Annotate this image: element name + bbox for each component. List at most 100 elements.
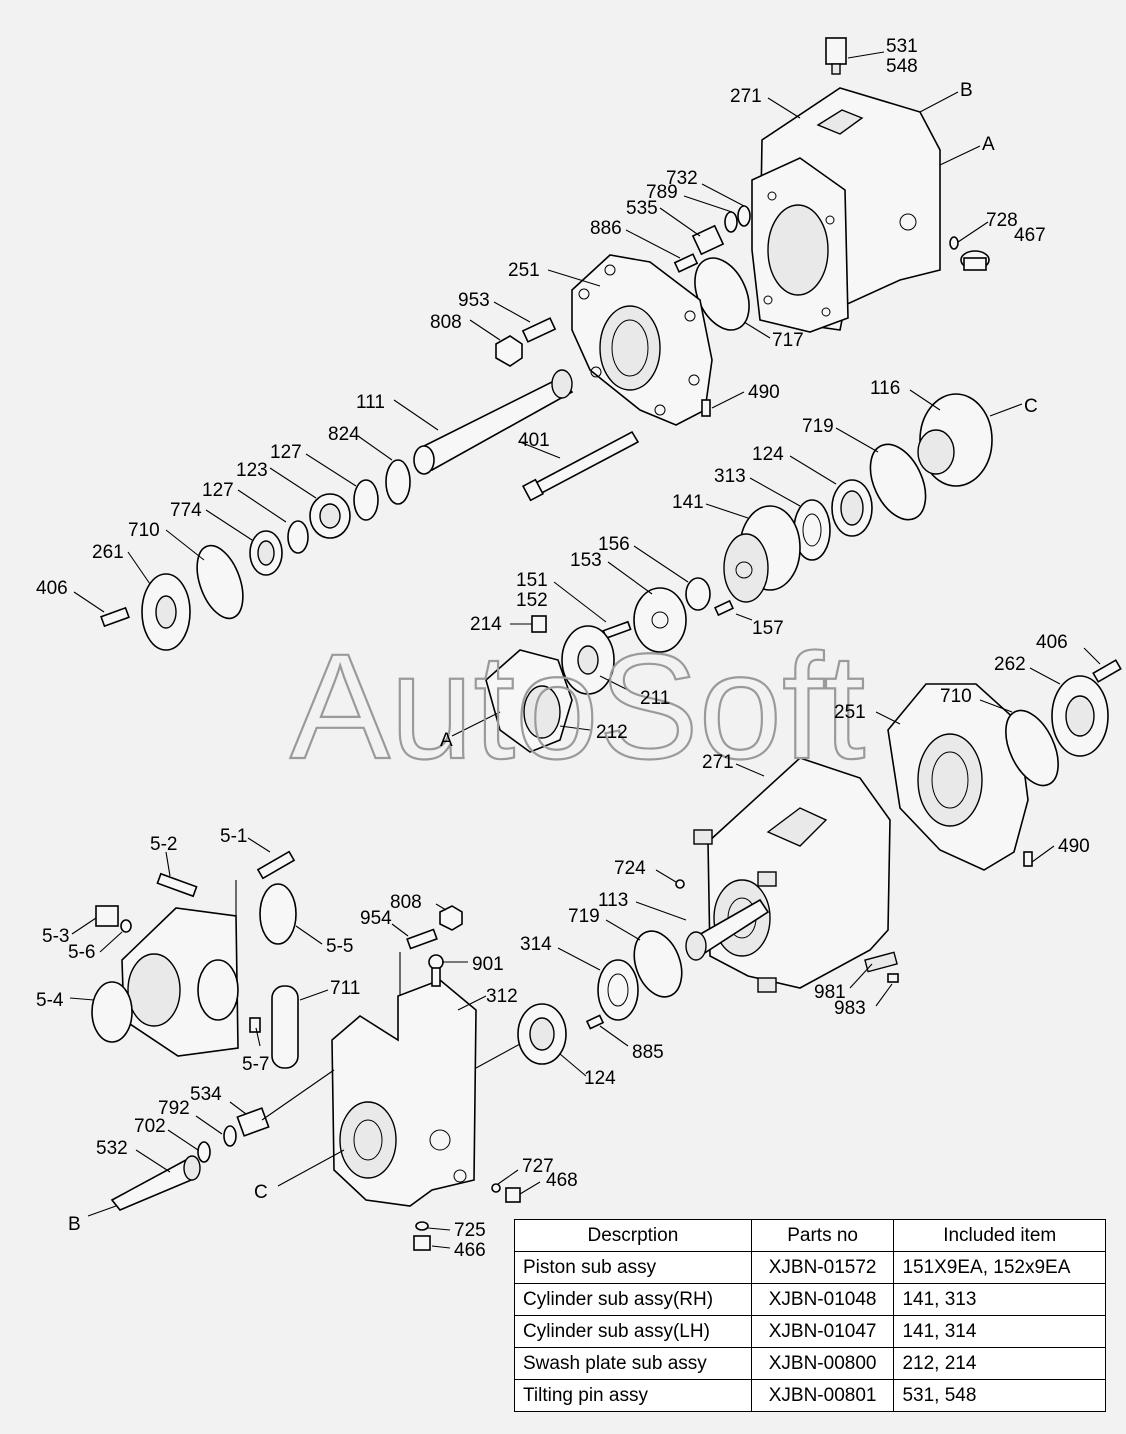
callout-808-b: 808 bbox=[390, 892, 422, 913]
table-row: Cylinder sub assy(LH) XJBN-01047 141, 31… bbox=[514, 1315, 1106, 1348]
part-532-servo-piston bbox=[110, 1155, 201, 1211]
callout-c: C bbox=[1024, 396, 1038, 417]
part-251-cover-upper bbox=[571, 254, 713, 426]
column-header-included-item: Included item bbox=[893, 1219, 1106, 1252]
part-724-oring bbox=[675, 879, 685, 889]
part-954-bolt bbox=[406, 928, 438, 950]
part-141-cylinder bbox=[723, 505, 801, 603]
part-124-bearing-lower bbox=[517, 1003, 567, 1065]
part-490-plug-lower bbox=[1023, 851, 1033, 867]
callout-490-b: 490 bbox=[1058, 836, 1090, 857]
part-467-plug bbox=[960, 250, 990, 271]
callout-271-b: 271 bbox=[702, 752, 734, 773]
callout-271: 271 bbox=[730, 86, 762, 107]
callout-151: 151 bbox=[516, 570, 548, 591]
cell-description: Cylinder sub assy(RH) bbox=[514, 1283, 752, 1316]
part-535-plug bbox=[691, 224, 725, 256]
callout-401: 401 bbox=[518, 430, 550, 451]
callout-a: A bbox=[982, 134, 995, 155]
part-711-oring bbox=[271, 985, 299, 1069]
callout-127-b: 127 bbox=[202, 480, 234, 501]
callout-124: 124 bbox=[752, 444, 784, 465]
part-127-spacer-a bbox=[353, 479, 379, 521]
part-113-shaft bbox=[685, 898, 770, 961]
callout-490: 490 bbox=[748, 382, 780, 403]
part-774-oil-seal bbox=[249, 530, 283, 576]
part-719-oring-upper bbox=[869, 443, 927, 521]
callout-157: 157 bbox=[752, 618, 784, 639]
callout-981: 981 bbox=[814, 982, 846, 1003]
callout-728: 728 bbox=[986, 210, 1018, 231]
part-262-seal-cover bbox=[1051, 675, 1109, 757]
callout-5-6: 5-6 bbox=[68, 942, 95, 963]
part-5-5-oring bbox=[259, 883, 297, 945]
part-808-nut-upper bbox=[495, 335, 523, 367]
callout-774: 774 bbox=[170, 500, 202, 521]
part-953-bolt bbox=[521, 317, 557, 343]
callout-886: 886 bbox=[590, 218, 622, 239]
part-490-plug-upper bbox=[701, 399, 711, 417]
callout-5-3: 5-3 bbox=[42, 926, 69, 947]
part-5-6-oring bbox=[120, 919, 132, 933]
table-header-row: Descrption Parts no Included item bbox=[514, 1219, 1106, 1252]
parts-table: Descrption Parts no Included item Piston… bbox=[514, 1219, 1106, 1412]
part-312-port-block bbox=[331, 979, 477, 1207]
part-406-bolt-lower bbox=[1092, 659, 1122, 683]
callout-123: 123 bbox=[236, 460, 268, 481]
callout-702: 702 bbox=[134, 1116, 166, 1137]
part-466-plug bbox=[413, 1235, 431, 1251]
table-row: Swash plate sub assy XJBN-00800 212, 214 bbox=[514, 1347, 1106, 1380]
part-271-casing-upper bbox=[751, 87, 941, 333]
callout-824: 824 bbox=[328, 424, 360, 445]
leader-lines bbox=[69, 51, 1101, 1249]
callout-c-b: C bbox=[254, 1182, 268, 1203]
part-5-3-plug bbox=[95, 905, 119, 927]
part-5-gear-pump bbox=[121, 907, 239, 1057]
callout-724: 724 bbox=[614, 858, 646, 879]
part-824-snap-ring bbox=[385, 459, 411, 505]
callout-792: 792 bbox=[158, 1098, 190, 1119]
part-885-pin bbox=[585, 1014, 605, 1030]
callout-719-b: 719 bbox=[568, 906, 600, 927]
callout-116: 116 bbox=[870, 378, 900, 399]
column-header-parts-no: Parts no bbox=[750, 1219, 895, 1252]
cell-description: Swash plate sub assy bbox=[514, 1347, 752, 1380]
callout-251: 251 bbox=[508, 260, 540, 281]
callout-153: 153 bbox=[570, 550, 602, 571]
callout-314: 314 bbox=[520, 934, 552, 955]
cell-included-item: 531, 548 bbox=[893, 1379, 1106, 1412]
callout-468: 468 bbox=[546, 1170, 578, 1191]
callout-152: 152 bbox=[516, 590, 548, 611]
part-5-4-oring bbox=[91, 981, 133, 1043]
callout-467: 467 bbox=[1014, 225, 1046, 246]
part-792-oring bbox=[223, 1125, 237, 1147]
part-116-gear bbox=[917, 393, 993, 487]
cell-parts-no: XJBN-01048 bbox=[750, 1283, 895, 1316]
callout-312: 312 bbox=[486, 986, 518, 1007]
part-5-7-pin bbox=[249, 1017, 261, 1033]
part-127-spacer-b bbox=[287, 520, 309, 554]
callout-313: 313 bbox=[714, 466, 746, 487]
callout-211: 211 bbox=[640, 688, 670, 709]
part-251-cover-lower bbox=[887, 683, 1029, 871]
part-468-plug bbox=[505, 1187, 521, 1203]
callout-5-5: 5-5 bbox=[326, 936, 353, 957]
callout-406: 406 bbox=[36, 578, 68, 599]
callout-5-7: 5-7 bbox=[242, 1054, 269, 1075]
callout-141: 141 bbox=[672, 492, 704, 513]
cell-included-item: 141, 314 bbox=[893, 1315, 1106, 1348]
part-702-oring bbox=[197, 1141, 211, 1163]
callout-901: 901 bbox=[472, 954, 504, 975]
callout-127: 127 bbox=[270, 442, 302, 463]
callout-885: 885 bbox=[632, 1042, 664, 1063]
callout-111: 111 bbox=[356, 392, 385, 413]
table-row: Piston sub assy XJBN-01572 151X9EA, 152x… bbox=[514, 1251, 1106, 1284]
cell-included-item: 141, 313 bbox=[893, 1283, 1106, 1316]
cell-parts-no: XJBN-00801 bbox=[750, 1379, 895, 1412]
part-534-plug bbox=[236, 1107, 270, 1137]
callout-532: 532 bbox=[96, 1138, 128, 1159]
part-789-oring bbox=[724, 211, 738, 233]
part-212-swash-plate bbox=[485, 649, 573, 753]
callout-954: 954 bbox=[360, 908, 392, 929]
cell-description: Tilting pin assy bbox=[514, 1379, 752, 1412]
